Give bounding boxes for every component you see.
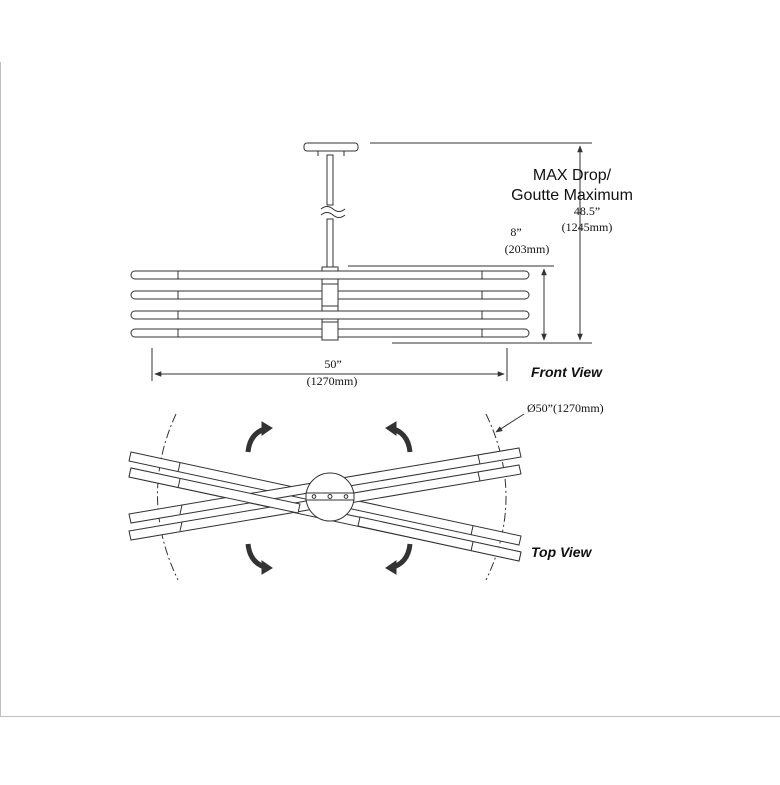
stem-upper: [326, 154, 334, 206]
front-view-caption: Front View: [531, 364, 603, 380]
mounting-plate: [305, 492, 355, 501]
width-inches: 50”: [324, 357, 341, 371]
diameter-label: Ø50”(1270mm): [527, 401, 604, 415]
diameter-leader: [495, 413, 525, 433]
top-view-drawing: [128, 413, 525, 581]
canopy: [303, 142, 359, 152]
rotate-arrow-icon: [245, 421, 273, 453]
front-dimensions: [151, 142, 592, 381]
front-view-drawing: [130, 142, 530, 341]
max-drop-inches: 48.5”: [574, 204, 600, 218]
rotate-arrow-icon: [385, 543, 413, 575]
stem-lower: [326, 218, 334, 268]
rotate-arrow-icon: [245, 543, 273, 575]
height-mm: (203mm): [505, 242, 550, 256]
diameter-arc-left: [157, 413, 179, 581]
light-bar: [130, 310, 530, 320]
top-view-caption: Top View: [531, 544, 593, 560]
light-bar: [130, 270, 530, 280]
stem-break-symbol: [320, 206, 346, 212]
width-mm: (1270mm): [307, 374, 358, 388]
rotate-arrow-icon: [385, 421, 413, 453]
diameter-arc-right: [485, 413, 507, 581]
max-drop-label-line2: Goutte Maximum: [511, 187, 633, 204]
height-inches: 8”: [510, 225, 521, 239]
max-drop-label-line1: MAX Drop/: [533, 167, 612, 184]
max-drop-mm: (1245mm): [562, 220, 613, 234]
